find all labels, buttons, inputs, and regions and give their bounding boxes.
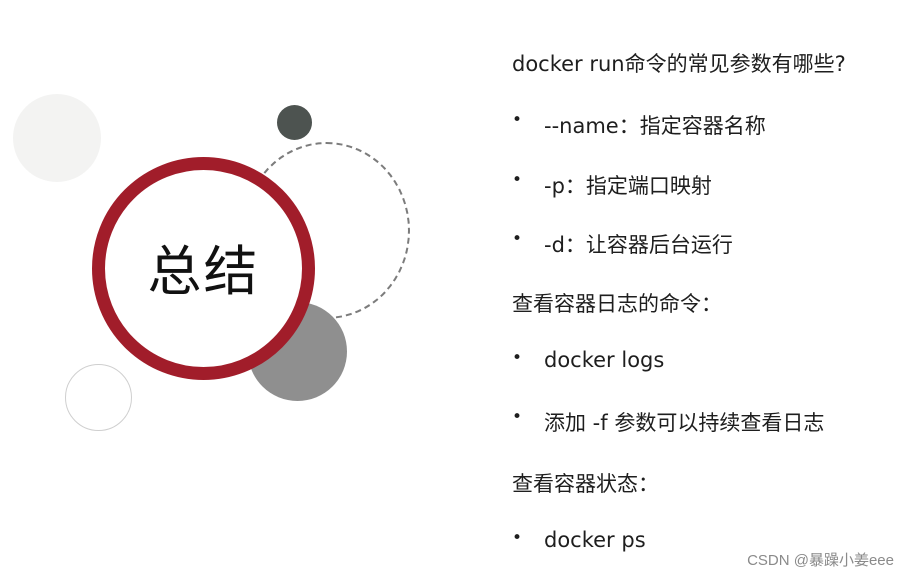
bullet-icon: • (512, 110, 523, 130)
list-item-text: -p：指定端口映射 (544, 174, 712, 198)
list-item-text: docker ps (544, 528, 646, 552)
bullet-icon: • (512, 348, 523, 368)
section-heading-status: 查看容器状态： (512, 472, 659, 496)
slide-title: 总结 (147, 240, 260, 303)
title-ring: 总结 (92, 157, 315, 380)
section-heading-logs: 查看容器日志的命令： (512, 292, 722, 316)
light-gray-circle (13, 94, 101, 182)
section-heading-run-params: docker run命令的常见参数有哪些? (512, 52, 846, 76)
bullet-icon: • (512, 170, 523, 190)
list-item-text: docker logs (544, 348, 665, 372)
dark-gray-dot (277, 105, 312, 140)
bullet-icon: • (512, 528, 523, 548)
list-item-text: --name：指定容器名称 (544, 114, 766, 138)
outline-circle (65, 364, 132, 431)
list-item-text: -d：让容器后台运行 (544, 233, 733, 257)
bullet-icon: • (512, 407, 523, 427)
bullet-icon: • (512, 229, 523, 249)
list-item-text: 添加 -f 参数可以持续查看日志 (544, 411, 825, 435)
watermark: CSDN @暴躁小姜eee (747, 552, 894, 569)
